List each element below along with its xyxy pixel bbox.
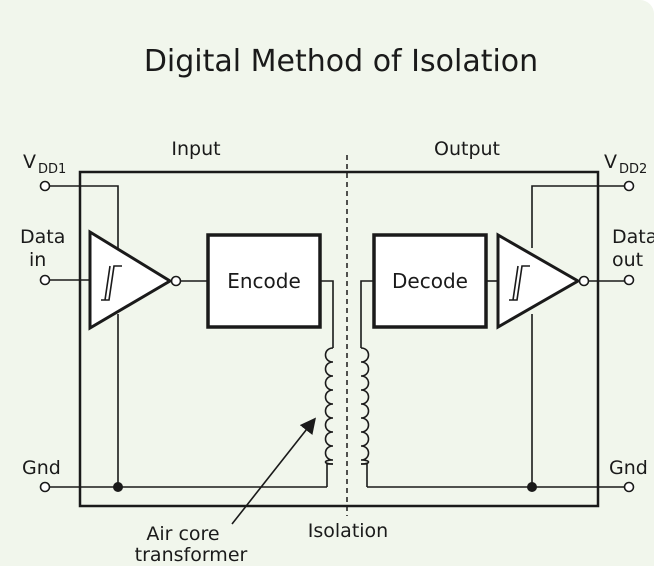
transformer-pointer-arrow <box>231 417 316 525</box>
wiring <box>50 185 624 488</box>
data-in-terminal <box>39 274 51 286</box>
encode-label: Encode <box>227 269 301 293</box>
gnd-right-label: Gnd <box>609 457 648 479</box>
decode-block <box>372 233 488 329</box>
air-core-transformer <box>324 347 370 465</box>
encode-to-coil-wire <box>320 280 334 348</box>
output-section-label: Output <box>434 138 500 160</box>
output-schmitt-buffer <box>496 232 590 330</box>
gnd-left-label: Gnd <box>22 457 61 479</box>
transformer-label-line1: Air core <box>146 523 219 545</box>
coil-right-return-wire <box>361 463 368 487</box>
decode-label: Decode <box>392 269 468 293</box>
data-out-terminal <box>623 274 635 286</box>
isolation-label: Isolation <box>308 520 388 542</box>
input-section-label: Input <box>171 138 220 160</box>
encode-block <box>206 233 322 329</box>
diagram-title: Digital Method of Isolation <box>144 44 538 79</box>
hysteresis-icon <box>101 265 122 301</box>
pin-terminals <box>39 180 635 493</box>
secondary-coil <box>360 347 370 465</box>
data-out-label-line1: Data <box>612 226 654 248</box>
data-in-label-line1: Data <box>20 226 65 248</box>
input-schmitt-buffer <box>88 229 182 331</box>
coil-to-decode-wire <box>360 280 374 348</box>
vdd1-terminal <box>39 180 51 192</box>
package-outline <box>78 170 600 508</box>
primary-coil <box>324 347 334 465</box>
data-in-label-line2: in <box>29 249 46 271</box>
vdd1-wire <box>50 185 119 248</box>
vdd2-wire <box>531 185 624 248</box>
gnd-right-junction <box>527 482 537 492</box>
data-out-label-line2: out <box>612 249 643 271</box>
transformer-label-line2: transformer <box>135 544 248 566</box>
hysteresis-icon <box>509 265 530 301</box>
vdd2-terminal <box>623 180 635 192</box>
coil-left-return-wire <box>326 463 333 487</box>
gnd-right-terminal <box>623 481 635 493</box>
gnd-left-junction <box>113 482 123 492</box>
gnd-left-terminal <box>39 481 51 493</box>
